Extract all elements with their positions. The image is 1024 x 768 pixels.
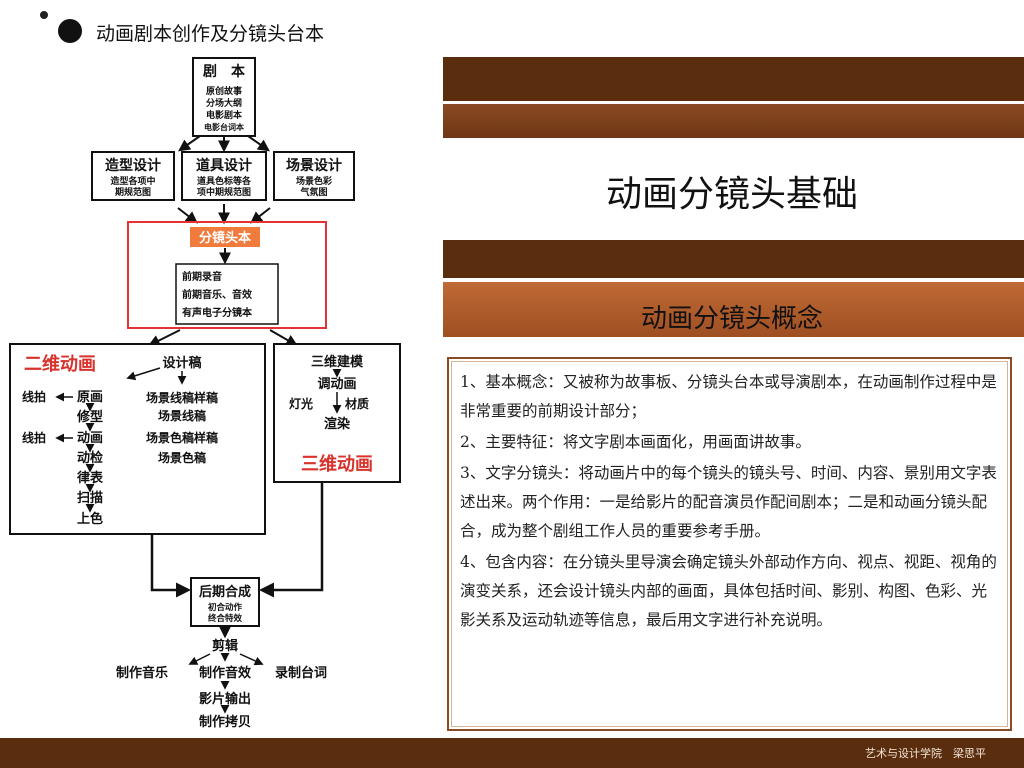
- character-design-box: [91, 151, 175, 201]
- storyboard-line: 前期音乐、音效: [182, 288, 253, 301]
- content-paragraph: 1、基本概念：又被称为故事板、分镜头台本或导演剧本，在动画制作过程中是非常重要的…: [460, 373, 997, 420]
- design-step: 场景色稿样稿: [146, 430, 218, 445]
- script-line: 电影台词本: [204, 122, 244, 132]
- script-line: 分场大纲: [206, 97, 242, 109]
- anim2d-step: 原画: [77, 390, 103, 405]
- character-design-line: 造型各项中: [110, 175, 155, 187]
- script-line: 原创故事: [206, 85, 242, 97]
- post-production-box: [190, 577, 260, 627]
- anim2d-line-test-label: 线拍: [22, 430, 46, 445]
- props-design-line: 道具色标等各: [197, 175, 252, 187]
- script-box: [192, 57, 256, 137]
- content-paragraph: 2、主要特征：将文字剧本画面化，用画面讲故事。: [460, 433, 811, 451]
- anim2d-step: 律表: [77, 470, 104, 486]
- anim2d-step: 扫描: [77, 490, 103, 506]
- props-design-title: 道具设计: [196, 157, 252, 174]
- title-bar-top-dark: [443, 57, 1024, 101]
- decor-dot-small: [40, 11, 48, 19]
- anim3d-step: 灯光: [289, 396, 313, 411]
- final-side-step: 录制台词: [275, 665, 327, 681]
- storyboard-line: 前期录音: [182, 270, 222, 283]
- content-box: 1、基本概念：又被称为故事板、分镜头台本或导演剧本，在动画制作过程中是非常重要的…: [447, 357, 1012, 731]
- scene-design-line: 场景色彩: [296, 175, 332, 187]
- design-title: 设计稿: [162, 355, 201, 371]
- post-production-line: 初合动作: [208, 602, 243, 613]
- subtitle-bar-dark: [443, 240, 1024, 278]
- script-line: 电影剧本: [206, 109, 243, 121]
- footer-credit: 艺术与设计学院 梁思平: [865, 747, 986, 760]
- character-design-line: 期规范图: [115, 186, 151, 198]
- anim2d-step: 修型: [76, 409, 103, 425]
- production-flowchart: 剧 本 原创故事 分场大纲 电影剧本 电影台词本 造型设计 造型各项中 期规范图…: [9, 57, 401, 730]
- storyboard-highlight-frame: [127, 221, 327, 329]
- storyboard-box: [175, 263, 279, 325]
- deck-title: 动画剧本创作及分镜头台本: [96, 23, 325, 45]
- anim2d-step: 动画: [77, 431, 103, 446]
- anim3d-step: 三维建模: [311, 354, 364, 370]
- anim2d-label: 二维动画: [24, 353, 96, 375]
- script-title: 剧 本: [203, 63, 246, 80]
- scene-design-line: 气氛图: [299, 186, 327, 198]
- design-step: 场景线稿: [158, 408, 206, 423]
- character-design-title: 造型设计: [105, 157, 161, 174]
- design-step: 场景线稿样稿: [146, 390, 218, 405]
- slide-title: 动画分镜头基础: [605, 174, 858, 215]
- content-text: 1、基本概念：又被称为故事板、分镜头台本或导演剧本，在动画制作过程中是非常重要的…: [460, 368, 1000, 637]
- anim2d-step: 上色: [77, 511, 103, 527]
- scene-design-box: [273, 151, 355, 201]
- anim3d-label: 三维动画: [301, 453, 373, 475]
- subtitle-bar: [443, 282, 1024, 337]
- footer-bar: [0, 738, 1024, 768]
- anim2d-line-test-label: 线拍: [22, 389, 46, 404]
- final-step: 制作拷贝: [199, 714, 251, 730]
- anim2d-step: 动检: [77, 450, 103, 466]
- decor-dot-large: [58, 19, 82, 43]
- design-step: 场景色稿: [158, 450, 206, 465]
- props-design-line: 项中期规范图: [197, 186, 251, 198]
- anim3d-step: 调动画: [317, 377, 356, 392]
- post-production-title: 后期合成: [199, 584, 251, 600]
- props-design-box: [181, 151, 267, 201]
- slide-subtitle: 动画分镜头概念: [640, 304, 823, 334]
- anim3d-step: 渲染: [324, 416, 351, 432]
- content-paragraph: 4、包含内容：在分镜头里导演会确定镜头外部动作方向、视点、视距、视角的演变关系，…: [460, 553, 997, 629]
- anim3d-step: 材质: [344, 396, 369, 411]
- storyboard-label-box: [190, 227, 260, 247]
- storyboard-title: 分镜头本: [199, 230, 251, 246]
- storyboard-line: 有声电子分镜本: [182, 306, 253, 319]
- final-step: 影片输出: [199, 691, 251, 707]
- title-bar-top-mid: [443, 104, 1024, 138]
- post-production-line: 终合特效: [207, 613, 243, 624]
- content-paragraph: 3、文字分镜头：将动画片中的每个镜头的镜头号、时间、内容、景别用文字表述出来。两…: [460, 464, 997, 540]
- final-side-step: 制作音乐: [116, 665, 168, 681]
- scene-design-title: 场景设计: [286, 157, 342, 174]
- final-step: 制作音效: [199, 665, 252, 681]
- final-step: 剪辑: [212, 638, 238, 654]
